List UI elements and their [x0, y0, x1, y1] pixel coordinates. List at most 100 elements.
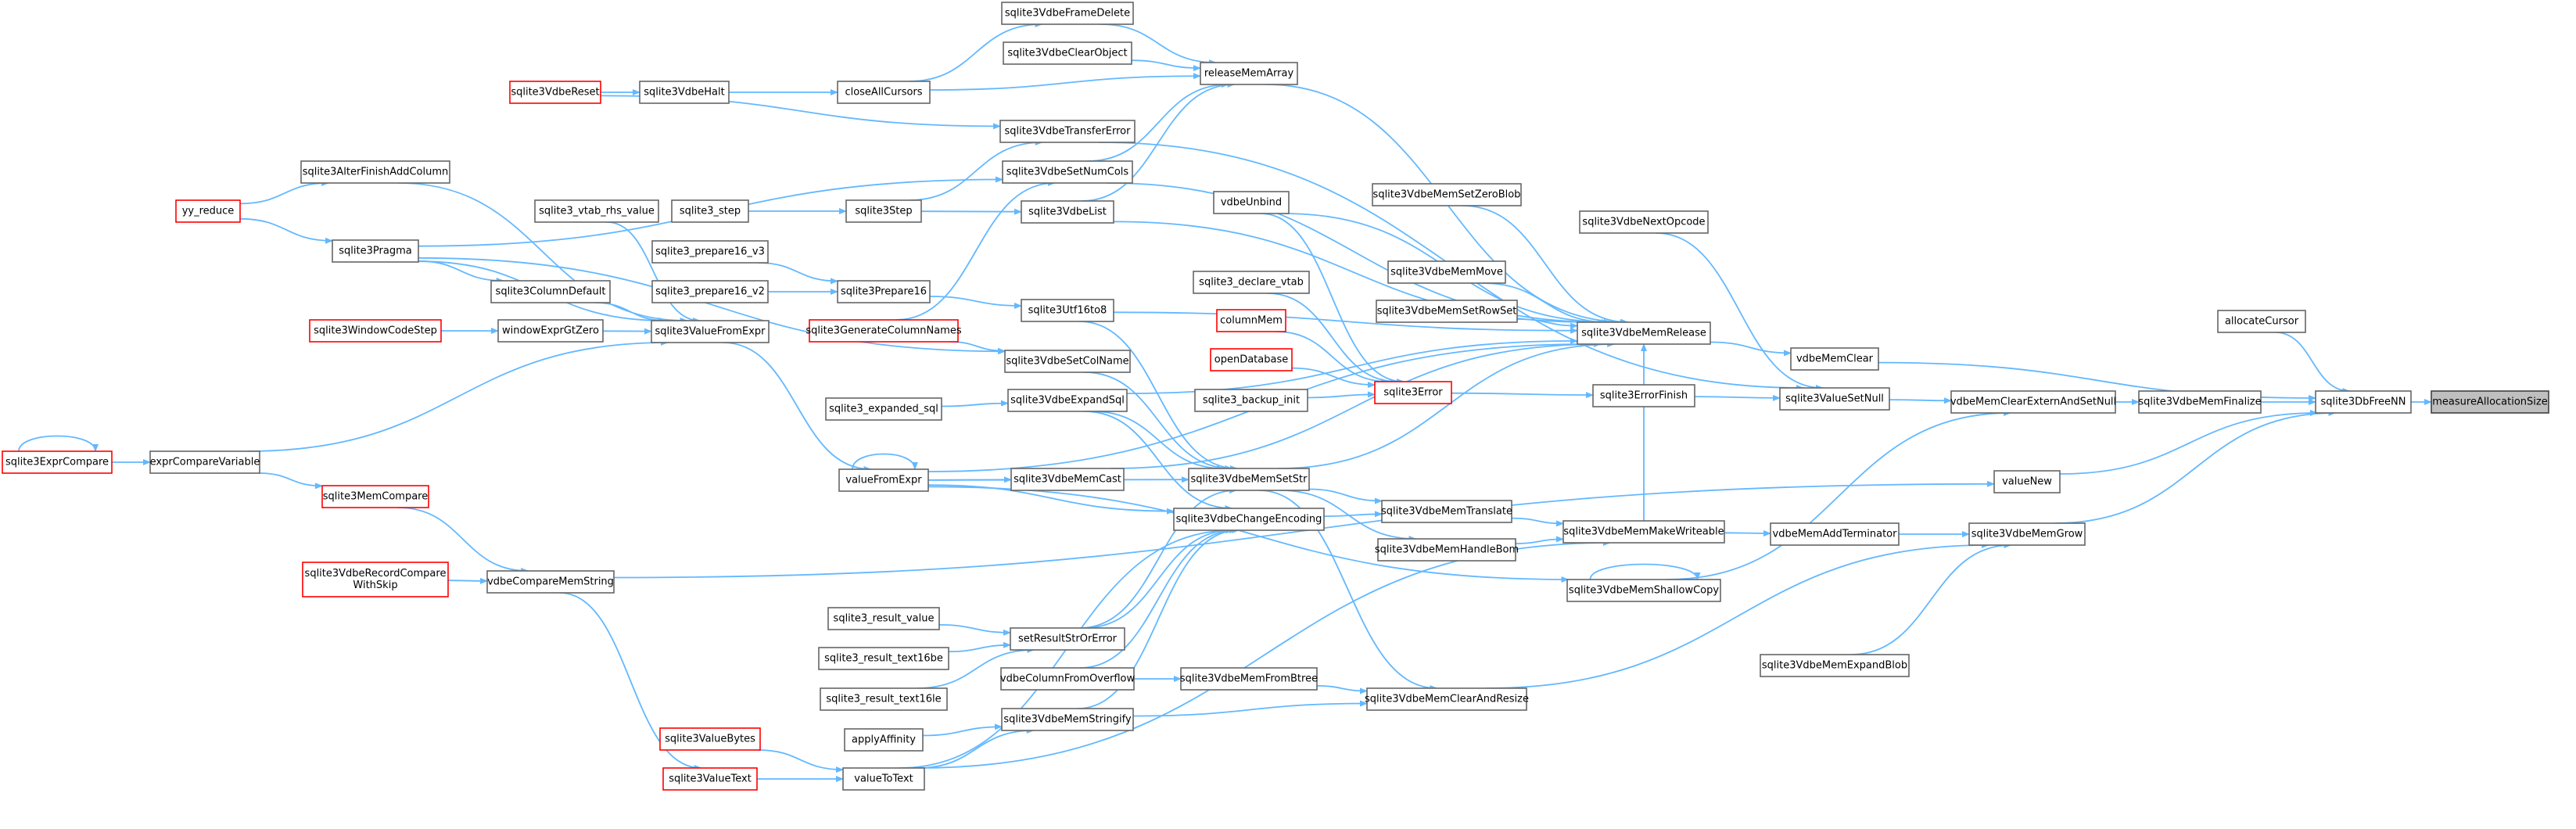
node-box [1760, 654, 1910, 677]
node-sqlite3-vdbe-mem-shallow-copy[interactable]: sqlite3VdbeMemShallowCopy [1566, 579, 1721, 602]
node-window-expr-gt-zero[interactable]: windowExprGtZero [497, 319, 604, 343]
node-expr-compare-variable[interactable]: exprCompareVariable [149, 450, 260, 474]
node-vdbe-mem-clear[interactable]: vdbeMemClear [1790, 347, 1879, 371]
node-sqlite3-vtab-rhs-value[interactable]: sqlite3_vtab_rhs_value [534, 199, 659, 223]
node-sqlite3-backup-init[interactable]: sqlite3_backup_init [1194, 389, 1308, 412]
node-vdbe-compare-mem-string[interactable]: vdbeCompareMemString [486, 570, 615, 594]
node-sqlite3-value-bytes[interactable]: sqlite3ValueBytes [659, 727, 761, 751]
node-box [651, 240, 769, 264]
node-column-mem[interactable]: columnMem [1216, 309, 1286, 332]
node-value-from-expr[interactable]: valueFromExpr [838, 468, 929, 492]
node-sqlite3-vdbe-mem-expand-blob[interactable]: sqlite3VdbeMemExpandBlob [1760, 654, 1910, 677]
node-sqlite3-prepare16-v2[interactable]: sqlite3_prepare16_v2 [651, 280, 769, 303]
node-sqlite3-vdbe-mem-set-str[interactable]: sqlite3VdbeMemSetStr [1188, 468, 1310, 491]
node-sqlite3-pragma[interactable]: sqlite3Pragma [332, 239, 419, 263]
node-sqlite3-vdbe-mem-stringify[interactable]: sqlite3VdbeMemStringify [1001, 708, 1134, 731]
node-box [486, 570, 615, 594]
node-label: sqlite3_result_text16be [824, 653, 943, 665]
call-edge-sqlite3-vdbe-mem-release-to-vdbe-mem-clear [1710, 341, 1792, 357]
node-sqlite3-vdbe-list[interactable]: sqlite3VdbeList [1021, 200, 1114, 224]
node-sqlite3-column-default[interactable]: sqlite3ColumnDefault [490, 280, 611, 303]
node-label: sqlite3VdbeMemStringify [1003, 714, 1132, 726]
node-sqlite3-vdbe-mem-grow[interactable]: sqlite3VdbeMemGrow [1968, 522, 2086, 546]
node-sqlite3-vdbe-frame-delete[interactable]: sqlite3VdbeFrameDelete [1001, 2, 1134, 25]
call-edge-sqlite3-vdbe-list-to-release-mem-array [1082, 81, 1236, 202]
node-apply-affinity[interactable]: applyAffinity [844, 728, 924, 752]
node-box [838, 468, 929, 492]
node-sqlite3-prepare16-v3[interactable]: sqlite3_prepare16_v3 [651, 240, 769, 264]
node-label: sqlite3MemCompare [323, 491, 428, 503]
node-sqlite3-vdbe-next-opcode[interactable]: sqlite3VdbeNextOpcode [1579, 210, 1709, 234]
node-sqlite3-vdbe-reset[interactable]: sqlite3VdbeReset [509, 81, 601, 104]
node-sqlite3-vdbe-mem-clear-and-resize[interactable]: sqlite3VdbeMemClearAndResize [1365, 687, 1529, 711]
node-sqlite3-alter-finish-add-column[interactable]: sqlite3AlterFinishAddColumn [300, 160, 450, 184]
node-sqlite3-expanded-sql[interactable]: sqlite3_expanded_sql [825, 397, 942, 421]
node-sqlite3-vdbe-expand-sql[interactable]: sqlite3VdbeExpandSql [1007, 389, 1128, 412]
node-sqlite3-vdbe-transfer-error[interactable]: sqlite3VdbeTransferError [999, 120, 1136, 143]
node-allocate-cursor[interactable]: allocateCursor [2217, 310, 2306, 333]
node-box [534, 199, 659, 223]
node-sqlite3-step[interactable]: sqlite3_step [671, 199, 749, 223]
node-vdbe-mem-add-terminator[interactable]: vdbeMemAddTerminator [1770, 522, 1900, 546]
node-sqlite3-result-value[interactable]: sqlite3_result_value [827, 607, 940, 630]
node-label: sqlite3VdbeMemFromBtree [1180, 673, 1318, 685]
node-sqlite3-window-code-step[interactable]: sqlite3WindowCodeStep [309, 319, 442, 343]
node-sqlite3-error-finish[interactable]: sqlite3ErrorFinish [1592, 384, 1695, 407]
node-box [309, 319, 442, 343]
node-sqlite3-vdbe-mem-finalize[interactable]: sqlite3VdbeMemFinalize [2138, 390, 2262, 414]
node-vdbe-mem-clear-extern-and-set-null[interactable]: vdbeMemClearExternAndSetNull [1950, 390, 2116, 414]
node-value-new[interactable]: valueNew [1993, 470, 2061, 493]
node-sqlite3-vdbe-mem-cast[interactable]: sqlite3VdbeMemCast [1010, 468, 1125, 491]
node-box [1200, 62, 1298, 85]
node-label: sqlite3_prepare16_v3 [655, 246, 765, 258]
node-sqlite3-value-from-expr[interactable]: sqlite3ValueFromExpr [651, 320, 770, 343]
node-sqlite3-db-free-nn[interactable]: sqlite3DbFreeNN [2315, 390, 2412, 414]
call-edge-sqlite3-generate-column-names-to-sqlite3-vdbe-set-num-cols [896, 180, 1056, 321]
node-sqlite3-mem-compare[interactable]: sqlite3MemCompare [321, 485, 429, 508]
node-box [1377, 538, 1516, 562]
node-close-all-cursors[interactable]: closeAllCursors [837, 81, 931, 104]
node-sqlite3-vdbe-set-col-name[interactable]: sqlite3VdbeSetColName [1004, 350, 1131, 373]
node-sqlite3-declare-vtab[interactable]: sqlite3_declare_vtab [1193, 271, 1310, 294]
node-set-result-str-or-error[interactable]: setResultStrOrError [1010, 627, 1125, 651]
node-vdbe-column-from-overflow[interactable]: vdbeColumnFromOverflow [1000, 667, 1136, 691]
node-sqlite3-vdbe-set-num-cols[interactable]: sqlite3VdbeSetNumCols [1002, 160, 1133, 184]
node-measure-allocation-size[interactable]: measureAllocationSize [2431, 390, 2549, 414]
node-sqlite3-vdbe-clear-object[interactable]: sqlite3VdbeClearObject [1003, 41, 1132, 65]
node-sqlite3-value-set-null[interactable]: sqlite3ValueSetNull [1779, 387, 1890, 411]
node-sqlite3-step[interactable]: sqlite3Step [845, 199, 922, 223]
node-sqlite3-result-text16le[interactable]: sqlite3_result_text16le [820, 687, 948, 711]
node-sqlite3-value-text[interactable]: sqlite3ValueText [662, 767, 758, 791]
node-sqlite3-expr-compare[interactable]: sqlite3ExprCompare [2, 450, 113, 474]
node-open-database[interactable]: openDatabase [1210, 348, 1293, 371]
node-sqlite3-vdbe-mem-set-zero-blob[interactable]: sqlite3VdbeMemSetZeroBlob [1372, 183, 1522, 206]
node-sqlite3-vdbe-mem-handle-bom[interactable]: sqlite3VdbeMemHandleBom [1375, 538, 1519, 562]
node-value-to-text[interactable]: valueToText [842, 767, 925, 791]
node-sqlite3-vdbe-mem-set-row-set[interactable]: sqlite3VdbeMemSetRowSet [1376, 300, 1518, 323]
node-sqlite3-vdbe-mem-translate[interactable]: sqlite3VdbeMemTranslate [1381, 500, 1512, 523]
node-vdbe-unbind[interactable]: vdbeUnbind [1213, 191, 1290, 214]
node-sqlite3-error[interactable]: sqlite3Error [1374, 381, 1452, 404]
node-sqlite3-vdbe-change-encoding[interactable]: sqlite3VdbeChangeEncoding [1173, 508, 1325, 531]
node-sqlite3-generate-column-names[interactable]: sqlite3GenerateColumnNames [805, 319, 962, 343]
node-sqlite3-vdbe-halt[interactable]: sqlite3VdbeHalt [639, 81, 730, 104]
node-sqlite3-prepare16[interactable]: sqlite3Prepare16 [837, 280, 931, 303]
node-sqlite3-vdbe-mem-move[interactable]: sqlite3VdbeMemMove [1387, 260, 1506, 284]
node-yy-reduce[interactable]: yy_reduce [175, 199, 241, 223]
node-sqlite3-utf16to8[interactable]: sqlite3Utf16to8 [1021, 299, 1114, 322]
call-edge-sqlite3-value-from-expr-to-value-from-expr [723, 342, 872, 472]
node-label: sqlite3VdbeMemCast [1014, 474, 1121, 486]
node-label: sqlite3_declare_vtab [1199, 277, 1304, 289]
node-sqlite3-result-text16be[interactable]: sqlite3_result_text16be [818, 647, 949, 670]
node-sqlite3-vdbe-mem-make-writeable[interactable]: sqlite3VdbeMemMakeWriteable [1562, 520, 1725, 544]
call-edge-sqlite3-vdbe-mem-set-str-to-sqlite3-vdbe-mem-release [1278, 341, 1616, 469]
node-box [1010, 468, 1125, 491]
call-edge-close-all-cursors-to-release-mem-array [929, 73, 1201, 91]
node-release-mem-array[interactable]: releaseMemArray [1200, 62, 1298, 85]
node-label: sqlite3VdbeMemTranslate [1381, 506, 1512, 518]
call-edge-sqlite3-mem-compare-to-vdbe-compare-mem-string [397, 507, 529, 574]
node-sqlite3-vdbe-mem-from-btree[interactable]: sqlite3VdbeMemFromBtree [1180, 667, 1318, 691]
node-sqlite3-vdbe-mem-release[interactable]: sqlite3VdbeMemRelease [1577, 321, 1711, 345]
node-box [837, 280, 931, 303]
